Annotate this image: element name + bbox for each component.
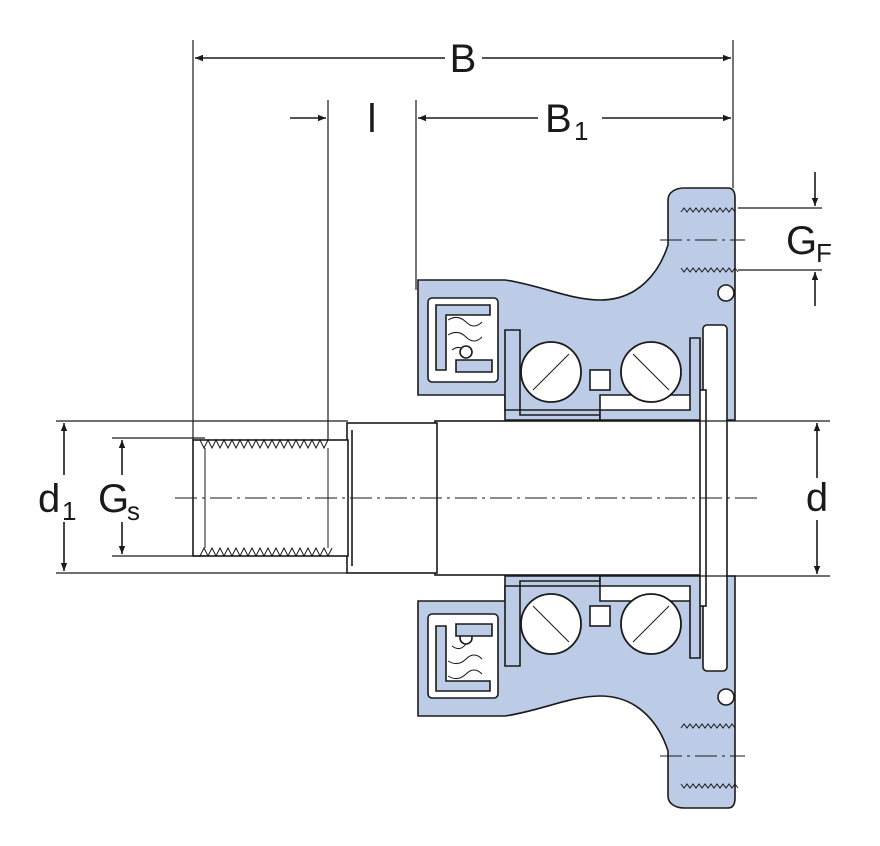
label-B1-sub: 1 [574, 116, 588, 146]
dimension-labels: B l B 1 G F d 1 G s d [38, 37, 832, 526]
flange-thread-top [680, 207, 739, 273]
seal-lower [427, 613, 499, 699]
label-GF-main: G [786, 219, 817, 263]
label-d1-sub: 1 [62, 496, 76, 526]
pin-bottom [717, 688, 735, 706]
label-B1-main: B [545, 97, 572, 141]
spigot-thread-top [199, 438, 329, 450]
inner-ring-lower-b [599, 575, 701, 659]
label-d: d [806, 476, 828, 520]
rolling-elements [504, 329, 701, 667]
label-Gs-sub: s [127, 496, 140, 526]
inner-ring-upper-b [599, 337, 701, 421]
label-l: l [368, 97, 377, 141]
label-d1-main: d [38, 477, 60, 521]
pin-top [717, 284, 735, 302]
spigot-thread-bottom [199, 546, 333, 558]
label-Gs-main: G [98, 477, 129, 521]
label-GF-sub: F [816, 238, 832, 268]
flange-thread-bottom [680, 723, 739, 789]
dimensions [56, 40, 830, 577]
seal-upper [427, 297, 499, 383]
cage-lower [589, 605, 611, 627]
label-B: B [450, 37, 477, 81]
cage-upper [589, 369, 611, 391]
